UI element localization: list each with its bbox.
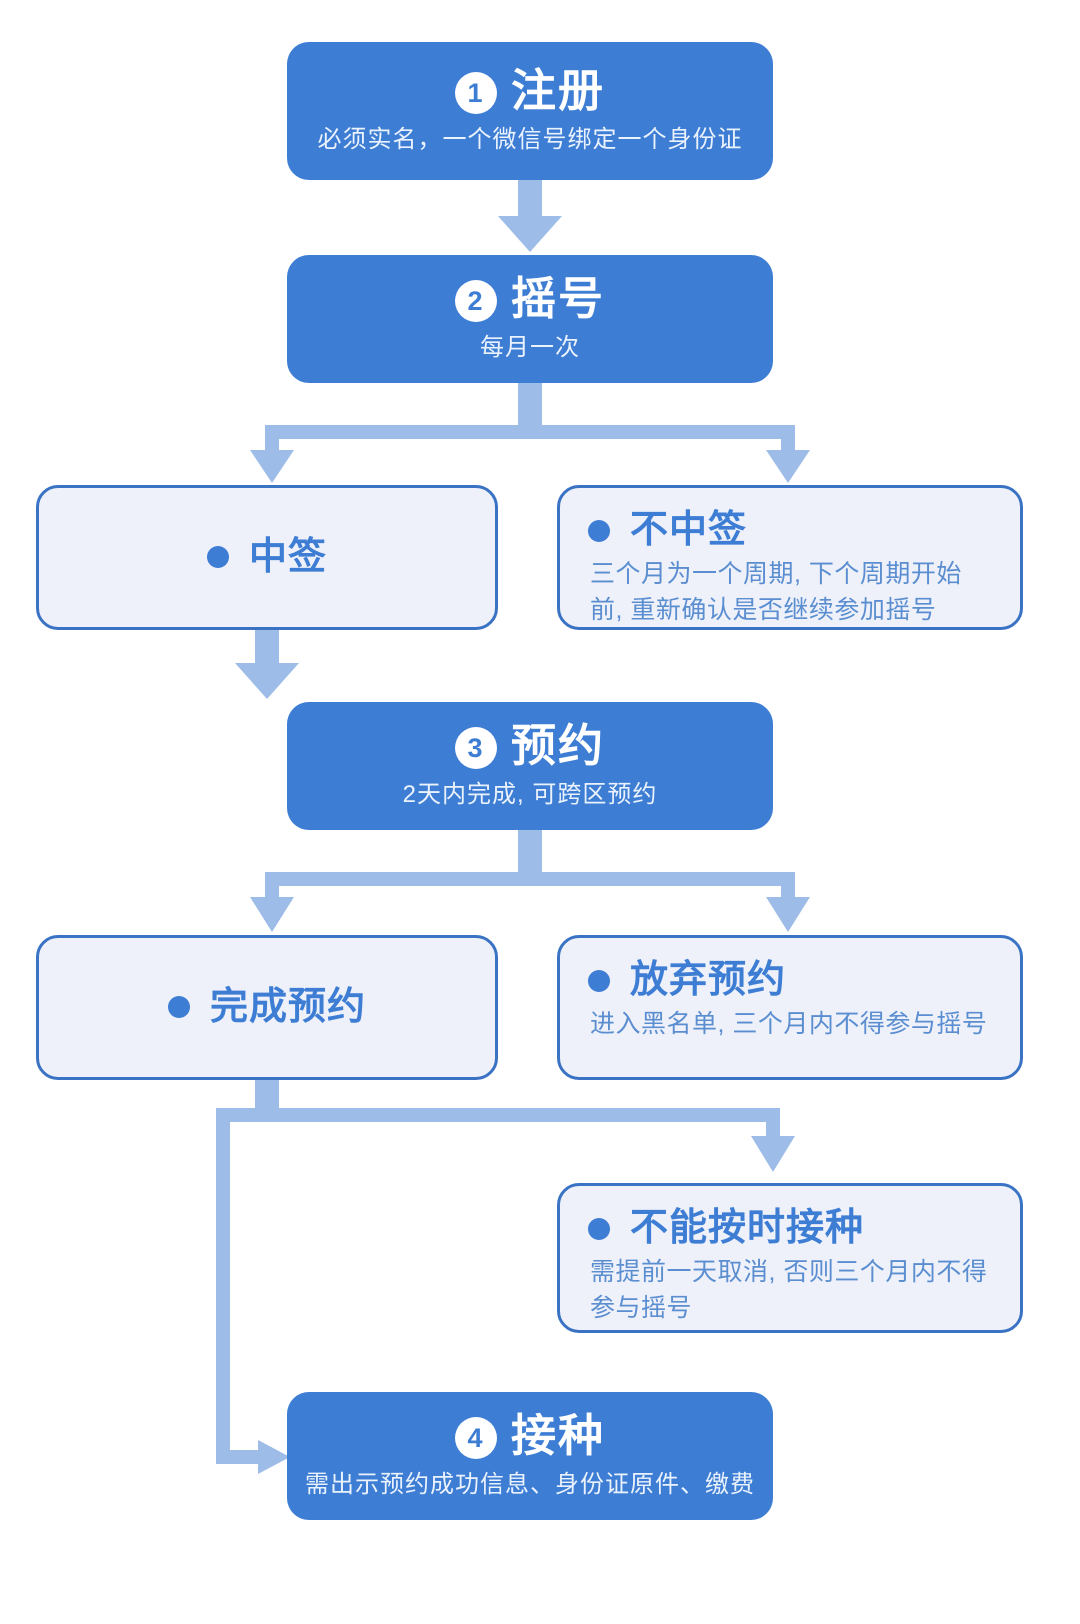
outcome-head-fangqi-yuyue: 放弃预约 [588, 959, 992, 1002]
step-box-vaccination[interactable]: 4 接种 需出示预约成功信息、身份证原件、缴费 [287, 1392, 773, 1520]
outcome-row-zhongqian: 中签 [206, 535, 327, 579]
step-subtitle-register: 必须实名，一个微信号绑定一个身份证 [317, 125, 743, 153]
step-subtitle-appointment: 2天内完成, 可跨区预约 [402, 780, 658, 808]
bullet-dot-icon [588, 1217, 610, 1240]
outcome-title-wancheng-yuyue: 完成预约 [209, 985, 366, 1028]
connector-step2-split [250, 383, 810, 483]
step-subtitle-lottery: 每月一次 [480, 333, 580, 361]
connector-step3-split [250, 830, 810, 932]
step-title-lottery: 摇号 [510, 273, 605, 325]
outcome-desc-bunengjiezhong: 需提前一天取消, 否则三个月内不得参与摇号 [590, 1257, 988, 1323]
step-title-register: 注册 [510, 65, 605, 117]
outcome-title-zhongqian: 中签 [248, 535, 327, 578]
step-box-appointment[interactable]: 3 预约 2天内完成, 可跨区预约 [287, 702, 773, 830]
outcome-row-wancheng-yuyue: 完成预约 [167, 985, 366, 1029]
step-headline-appointment: 3 预约 [454, 720, 605, 772]
outcome-box-fangqi-yuyue[interactable]: 放弃预约 进入黑名单, 三个月内不得参与摇号 [557, 935, 1023, 1080]
step-headline-vaccination: 4 接种 [454, 1410, 605, 1462]
outcome-box-buzhongqian[interactable]: 不中签 三个月为一个周期, 下个周期开始前, 重新确认是否继续参加摇号 [557, 485, 1023, 630]
outcome-title-bunengjiezhong: 不能按时接种 [630, 1207, 865, 1249]
outcome-head-buzhongqian: 不中签 [588, 509, 992, 552]
outcome-title-buzhongqian: 不中签 [630, 509, 748, 551]
bullet-dot-icon [206, 546, 229, 569]
step-headline-lottery: 2 摇号 [454, 273, 605, 325]
bullet-dot-icon [167, 996, 190, 1019]
outcome-box-bunengjiezhong[interactable]: 不能按时接种 需提前一天取消, 否则三个月内不得参与摇号 [557, 1183, 1023, 1333]
step-number-badge-1: 1 [454, 72, 497, 114]
step-number-badge-2: 2 [454, 280, 497, 322]
step-box-lottery[interactable]: 2 摇号 每月一次 [287, 255, 773, 383]
step-title-appointment: 预约 [510, 720, 605, 772]
outcome-box-wancheng-yuyue[interactable]: 完成预约 [36, 935, 498, 1080]
outcome-desc-fangqi-yuyue: 进入黑名单, 三个月内不得参与摇号 [590, 1009, 988, 1038]
step-title-vaccination: 接种 [510, 1410, 605, 1462]
connector-zhongqian-to-step3 [235, 630, 299, 699]
step-number-badge-3: 3 [454, 727, 497, 769]
step-subtitle-vaccination: 需出示预约成功信息、身份证原件、缴费 [305, 1470, 755, 1498]
outcome-box-zhongqian[interactable]: 中签 [36, 485, 498, 630]
bullet-dot-icon [588, 969, 610, 992]
bullet-dot-icon [588, 519, 610, 542]
outcome-head-bunengjiezhong: 不能按时接种 [588, 1207, 992, 1250]
outcome-desc-buzhongqian: 三个月为一个周期, 下个周期开始前, 重新确认是否继续参加摇号 [590, 559, 962, 625]
step-box-register[interactable]: 1 注册 必须实名，一个微信号绑定一个身份证 [287, 42, 773, 180]
connector-step1-to-step2 [498, 180, 562, 252]
step-number-badge-4: 4 [454, 1417, 497, 1459]
step-headline-register: 1 注册 [454, 65, 605, 117]
outcome-title-fangqi-yuyue: 放弃预约 [630, 959, 787, 1001]
